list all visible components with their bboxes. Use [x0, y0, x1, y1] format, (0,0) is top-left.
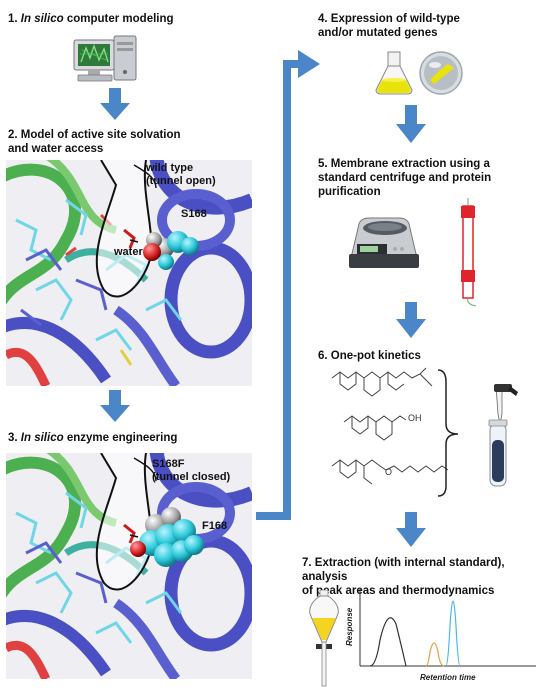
- residue-f168-label: F168: [202, 520, 228, 532]
- vial-pipette-icon: [488, 384, 518, 487]
- arrow-down-5: [396, 512, 426, 547]
- residue-s168-label: S168: [181, 208, 207, 220]
- arrow-down-1: [100, 88, 130, 120]
- arrow-down-3: [396, 105, 426, 143]
- arrow-connector: [256, 50, 320, 520]
- chromatogram-xlabel: Retention time: [420, 673, 476, 682]
- hydroxyl-label: OH: [408, 413, 422, 423]
- petri-dish-icon: [419, 51, 463, 95]
- wildtype-label: wild type (tunnel open): [146, 162, 216, 187]
- peak-3: [445, 600, 461, 667]
- separatory-funnel-icon: [309, 590, 339, 687]
- step-2-label: 2. Model of active site solvation and wa…: [8, 129, 181, 155]
- protein-structure-wildtype: [6, 160, 252, 386]
- purification-column-icon: [461, 198, 477, 307]
- step-4-label: 4. Expression of wild-type and/or mutate…: [318, 13, 460, 39]
- protein-structure-mutant: [6, 453, 252, 679]
- step-7-label: 7. Extraction (with internal standard), …: [302, 557, 505, 597]
- mutant-label: S168F (tunnel closed): [152, 458, 231, 483]
- step-6-label: 6. One-pot kinetics: [318, 350, 421, 362]
- arrow-down-4: [396, 302, 426, 338]
- step-5-label: 5. Membrane extraction using a standard …: [318, 158, 492, 198]
- flask-icon: [375, 51, 413, 95]
- peak-1: [369, 617, 407, 667]
- step-3-label: 3. In silico enzyme engineering: [8, 432, 178, 444]
- ether-oxygen-label: O: [385, 467, 393, 477]
- molecule-structures: [331, 367, 449, 485]
- bracket-icon: [437, 369, 459, 497]
- water-label: water: [114, 246, 143, 258]
- chromatogram-chart: Response Retention time: [345, 588, 536, 682]
- step-1-label: 1. In silico computer modeling: [8, 13, 174, 25]
- centrifuge-icon: [349, 217, 419, 268]
- computer-icon: [73, 35, 137, 82]
- peak-2: [425, 642, 445, 667]
- arrow-down-2: [100, 390, 130, 422]
- chromatogram-ylabel: Response: [345, 607, 354, 646]
